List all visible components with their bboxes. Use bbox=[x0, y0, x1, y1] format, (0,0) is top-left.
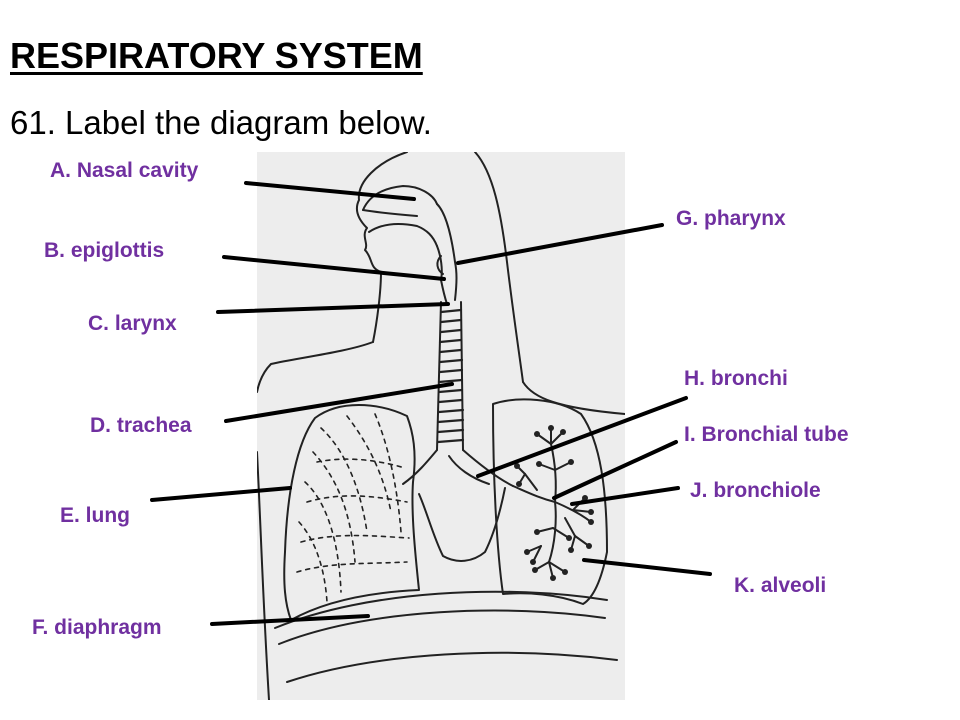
pharynx-back-wall bbox=[436, 203, 458, 301]
heart-region bbox=[418, 487, 506, 562]
trachea-left-wall bbox=[436, 301, 442, 451]
oral-cavity bbox=[368, 223, 438, 247]
skull-outline bbox=[474, 152, 524, 383]
body-left-side bbox=[257, 451, 270, 700]
bronchi-inner bbox=[448, 455, 490, 485]
trachea-rings bbox=[436, 308, 465, 444]
label-trachea: D. trachea bbox=[90, 414, 192, 437]
instruction-text: 61. Label the diagram below. bbox=[10, 104, 432, 141]
label-pharynx: G. pharynx bbox=[676, 207, 786, 230]
label-nasal-cavity: A. Nasal cavity bbox=[50, 159, 199, 182]
respiratory-system-illustration bbox=[257, 152, 625, 700]
abdomen-line bbox=[286, 651, 618, 683]
label-lung: E. lung bbox=[60, 504, 130, 527]
larynx-shape bbox=[440, 279, 448, 305]
alveoli-sacs bbox=[514, 425, 594, 581]
label-larynx: C. larynx bbox=[88, 312, 177, 335]
label-alveoli: K. alveoli bbox=[734, 574, 827, 597]
trachea-right-wall bbox=[460, 301, 464, 451]
left-bronchus bbox=[402, 449, 438, 485]
nasal-cavity-shape bbox=[362, 185, 438, 211]
label-bronchi: H. bronchi bbox=[684, 367, 788, 390]
label-bronchial-tube: I. Bronchial tube bbox=[684, 423, 849, 446]
left-shoulder bbox=[257, 341, 374, 393]
nasal-passage bbox=[362, 209, 418, 217]
label-diaphragm: F. diaphragm bbox=[32, 616, 162, 639]
head-outline bbox=[355, 152, 408, 343]
label-epiglottis: B. epiglottis bbox=[44, 239, 165, 262]
lung-texture bbox=[296, 413, 410, 603]
right-bronchus bbox=[462, 449, 514, 487]
label-bronchiole: J. bronchiole bbox=[690, 479, 821, 502]
diaphragm-lower bbox=[278, 609, 606, 645]
bronchial-tree bbox=[512, 427, 592, 579]
slide-title: RESPIRATORY SYSTEM bbox=[10, 35, 423, 76]
